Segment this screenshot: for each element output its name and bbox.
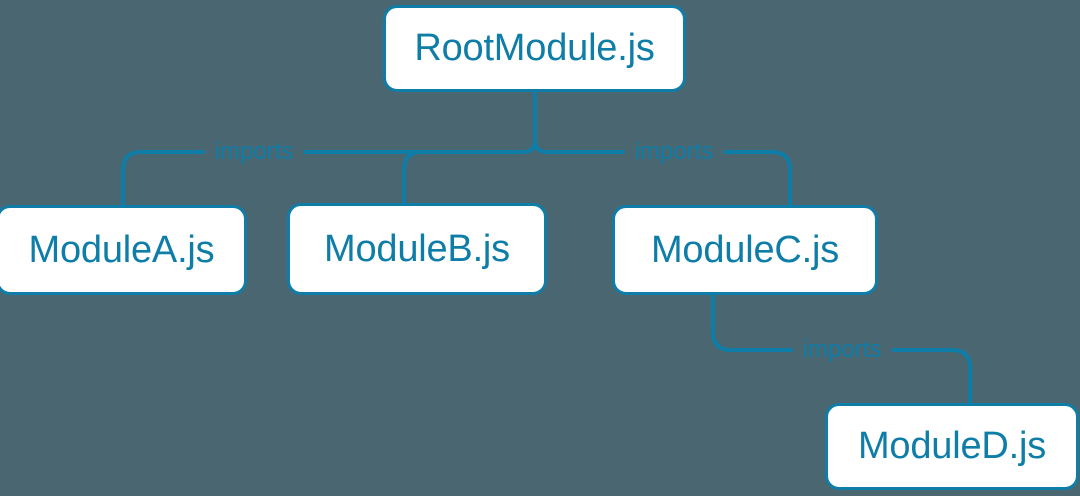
edge-label-root-to-a: imports [204,138,304,166]
edge-label-c-to-d: imports [792,336,892,364]
node-label-module-c: ModuleC.js [650,228,840,271]
edge-bus-to-b [402,150,523,203]
edge-bus-left [121,150,523,205]
node-label-module-d: ModuleD.js [857,425,1047,467]
node-module-a[interactable]: ModuleA.js [0,205,247,295]
node-label-module-b: ModuleB.js [324,227,510,270]
edge-root-stem-left [522,139,537,154]
node-root-module[interactable]: RootModule.js [383,5,686,92]
node-label-root-module: RootModule.js [414,27,655,69]
node-module-b[interactable]: ModuleB.js [287,203,547,295]
node-module-d[interactable]: ModuleD.js [825,403,1079,490]
edge-bus-right [547,150,792,205]
node-label-module-a: ModuleA.js [28,228,215,271]
node-module-c[interactable]: ModuleC.js [612,205,878,295]
edge-label-root-to-c: imports [624,138,724,166]
